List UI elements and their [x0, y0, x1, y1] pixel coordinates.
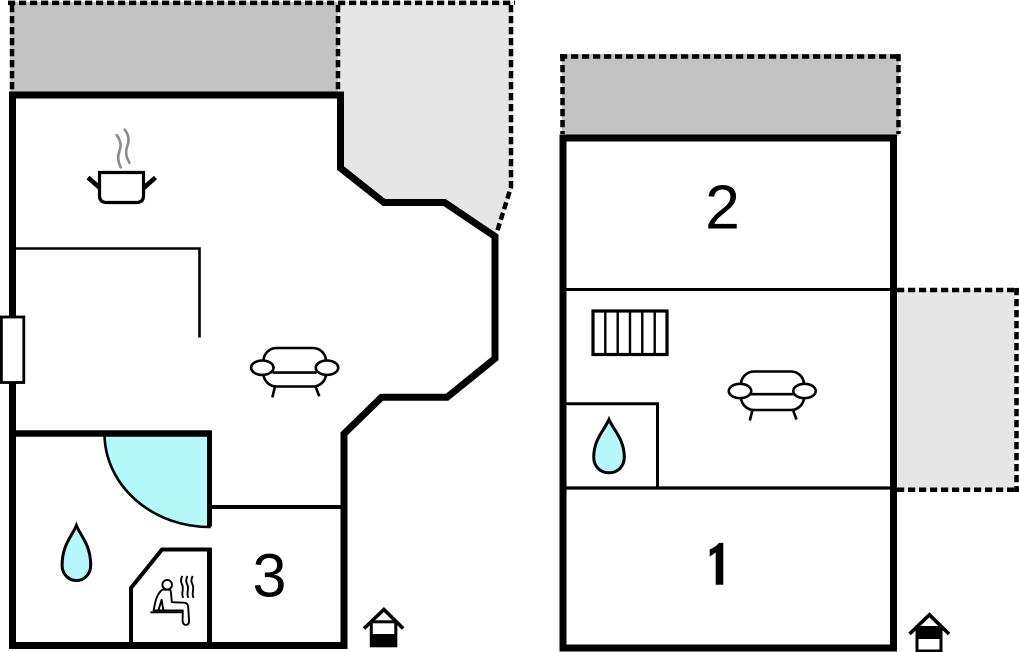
svg-text:2: 2 [705, 173, 740, 243]
svg-text:3: 3 [253, 542, 287, 610]
